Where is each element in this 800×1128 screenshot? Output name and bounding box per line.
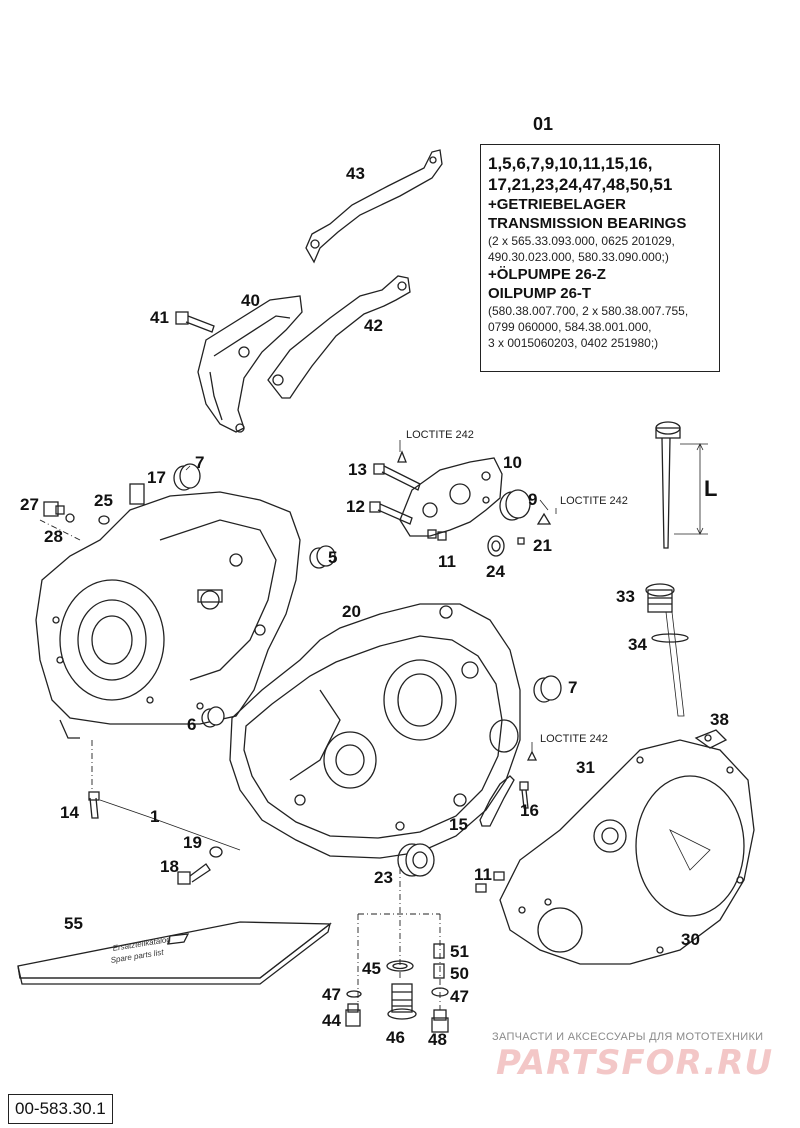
- loctite-note: LOCTITE 242: [540, 733, 608, 745]
- part-label-24: 24: [486, 562, 505, 581]
- part-label-19: 19: [183, 833, 202, 852]
- bracket-15: [479, 750, 538, 827]
- part-label-1: 1: [150, 807, 160, 826]
- part-label-11: 11: [474, 865, 492, 884]
- pump-screws: [369, 450, 421, 525]
- part-label-21: 21: [533, 536, 552, 555]
- part-label-15: 15: [449, 815, 468, 834]
- screw-41: [175, 311, 215, 333]
- kit-line: 1,5,6,7,9,10,11,15,16,: [488, 154, 653, 173]
- part-label-7: 7: [568, 678, 578, 697]
- loctite-note: LOCTITE 242: [560, 495, 628, 507]
- kit-line: 3 x 0015060203, 0402 251980;): [488, 336, 659, 350]
- part-label-34: 34: [628, 635, 647, 654]
- part-label-17: 17: [147, 468, 166, 487]
- part-label-23: 23: [374, 868, 393, 887]
- part-label-43: 43: [346, 164, 365, 183]
- part-label-11: 11: [438, 552, 456, 571]
- lower-small-parts: [177, 843, 505, 893]
- center-lines: [39, 519, 441, 1010]
- part-label-L: L: [704, 476, 718, 501]
- drain-parts: [345, 943, 449, 1033]
- leader-lines: [99, 440, 557, 851]
- watermark-logo: PARTSFOR.RU: [496, 1043, 774, 1083]
- part-label-46: 46: [386, 1028, 405, 1047]
- part-label-47: 47: [322, 985, 341, 1004]
- part-label-12: 12: [346, 497, 365, 516]
- part-label-51: 51: [450, 942, 469, 961]
- part-label-14: 14: [60, 803, 79, 822]
- loctite-note: LOCTITE 242: [406, 429, 474, 441]
- document-id: 00-583.30.1: [8, 1094, 113, 1124]
- part-label-38: 38: [710, 710, 729, 729]
- crankcase-right: [229, 603, 521, 859]
- bracket-43: [305, 149, 443, 264]
- oil-pump-10: [399, 457, 503, 537]
- watermark-tagline: ЗАПЧАСТИ И АКСЕССУАРЫ ДЛЯ МОТОТЕХНИКИ: [492, 1031, 764, 1043]
- part-label-50: 50: [450, 964, 469, 983]
- bushings-mid: [201, 675, 562, 728]
- guard-40: [197, 295, 303, 433]
- kit-line: +ÖLPUMPE 26-Z: [488, 266, 606, 283]
- part-label-42: 42: [364, 316, 383, 335]
- crankcase-left: [35, 491, 301, 739]
- part-label-6: 6: [187, 715, 197, 734]
- kit-line: OILPUMP 26-T: [488, 285, 592, 302]
- part-label-5: 5: [328, 548, 338, 567]
- part-label-33: 33: [616, 587, 635, 606]
- kit-line: 17,21,23,24,47,48,50,51: [488, 175, 673, 194]
- stud-14: [88, 791, 100, 819]
- part-label-13: 13: [348, 460, 367, 479]
- manual-55: [17, 921, 332, 985]
- bushings-top: [129, 463, 336, 569]
- part-label-18: 18: [160, 857, 179, 876]
- clip-38: [694, 729, 728, 749]
- plug-27-28: [43, 501, 110, 525]
- part-label-55: 55: [64, 914, 83, 933]
- kit-line: (2 x 565.33.093.000, 0625 201029,: [488, 234, 675, 248]
- kit-line: 0799 060000, 584.38.001.000,: [488, 320, 652, 334]
- kit-number: 01: [533, 114, 554, 134]
- filler-plug-33: [645, 583, 689, 717]
- part-label-31: 31: [576, 758, 595, 777]
- part-label-47: 47: [450, 987, 469, 1006]
- part-label-10: 10: [503, 453, 522, 472]
- part-label-25: 25: [94, 491, 113, 510]
- kit-contents-box: 1,5,6,7,9,10,11,15,16, 17,21,23,24,47,48…: [480, 144, 720, 372]
- kit-line: 490.30.023.000, 580.33.090.000;): [488, 250, 669, 264]
- part-label-41: 41: [150, 308, 169, 327]
- part-label-9: 9: [528, 490, 538, 509]
- kit-line: (580.38.007.700, 2 x 580.38.007.755,: [488, 304, 689, 318]
- kit-line: TRANSMISSION BEARINGS: [488, 215, 687, 232]
- clutch-cover-30: [499, 739, 755, 965]
- part-label-7: 7: [195, 453, 205, 472]
- kit-line: +GETRIEBELAGER: [488, 196, 626, 213]
- part-label-45: 45: [362, 959, 381, 978]
- part-label-44: 44: [322, 1011, 341, 1030]
- part-label-28: 28: [44, 527, 63, 546]
- part-label-20: 20: [342, 602, 361, 621]
- part-label-16: 16: [520, 801, 539, 820]
- part-label-27: 27: [20, 495, 39, 514]
- dipstick: [655, 421, 708, 549]
- part-label-30: 30: [681, 930, 700, 949]
- part-label-48: 48: [428, 1030, 447, 1049]
- bracket-42: [267, 275, 411, 399]
- part-label-40: 40: [241, 291, 260, 310]
- pump-bearing-seal: [427, 489, 552, 557]
